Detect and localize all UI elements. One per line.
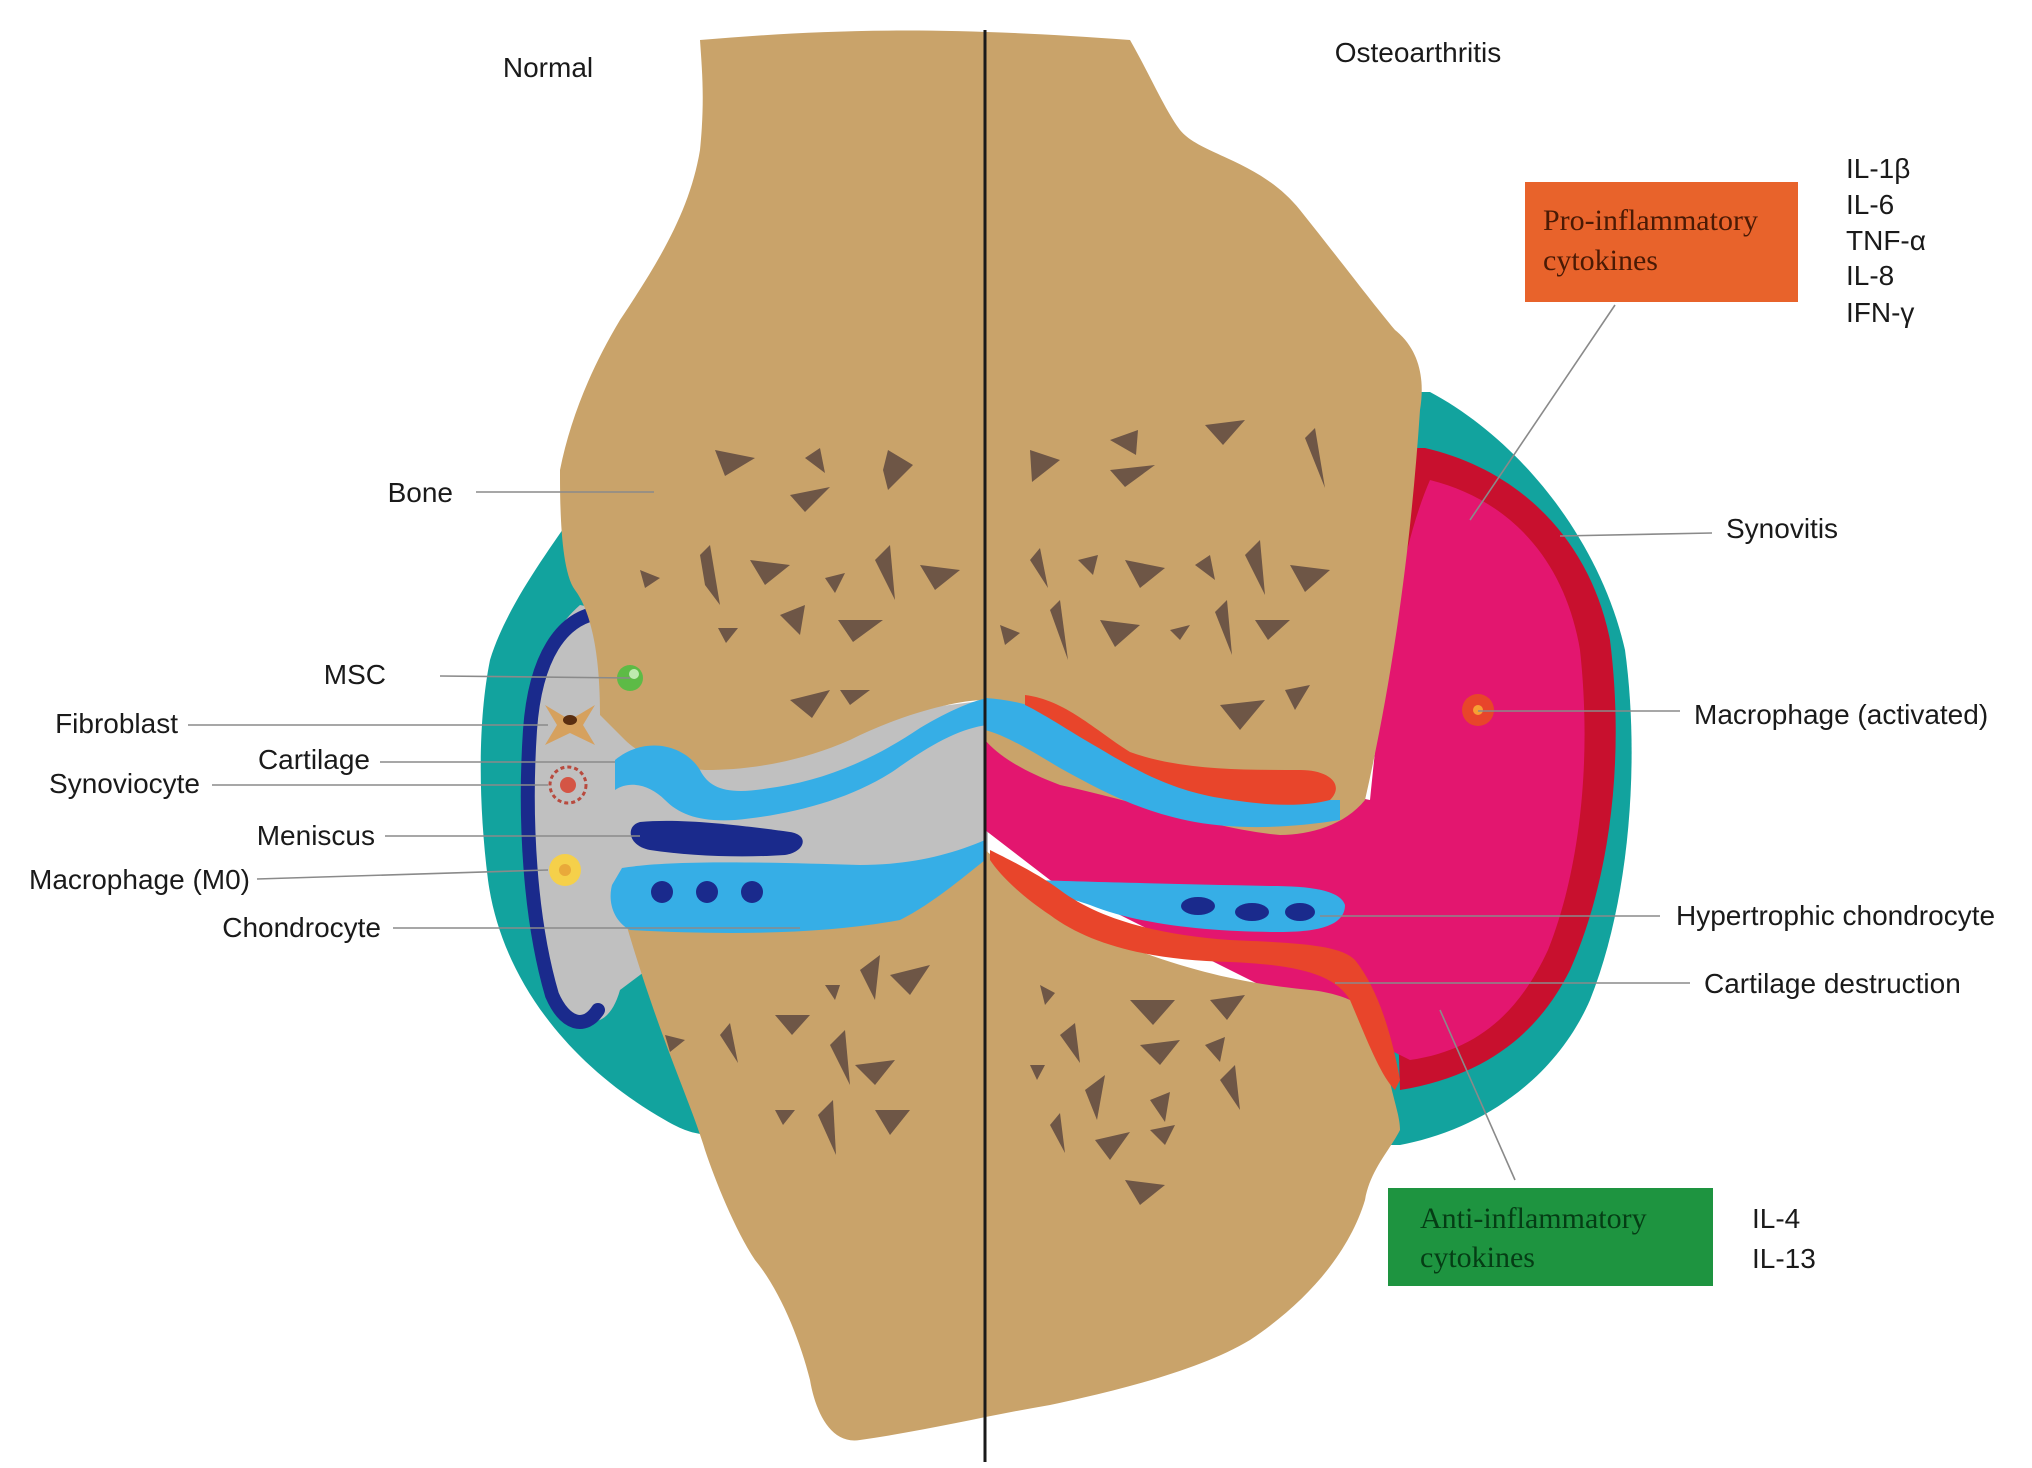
anti-cytokine-1: IL-4	[1752, 1203, 1800, 1234]
anti-box-line2: cytokines	[1420, 1241, 1535, 1274]
pro-box-line1: Pro-inflammatory	[1543, 204, 1758, 237]
meniscus-shape	[630, 820, 803, 857]
macrophage-activated-icon	[1462, 694, 1494, 726]
cartilage-destruction-label: Cartilage destruction	[1704, 968, 1961, 999]
chondrocyte-cell-2	[696, 881, 718, 903]
anti-cytokine-list: IL-4 IL-13	[1752, 1203, 1816, 1274]
synovitis-label: Synovitis	[1726, 513, 1838, 544]
destruction-lower	[990, 850, 1400, 1090]
anti-box-line1: Anti-inflammatory	[1420, 1202, 1647, 1235]
anti-inflammatory-box	[1388, 1188, 1713, 1286]
msc-label: MSC	[324, 659, 386, 690]
synoviocyte-label: Synoviocyte	[49, 768, 200, 799]
destruction-upper	[1025, 695, 1336, 805]
bone-pits	[640, 420, 1330, 1205]
meniscus-label: Meniscus	[257, 820, 375, 851]
macrophage-activated-label: Macrophage (activated)	[1694, 699, 1988, 730]
chondrocyte-cell-3	[741, 881, 763, 903]
hypertrophic-cell-2	[1235, 903, 1269, 921]
chondrocyte-cell-1	[651, 881, 673, 903]
macrophage-m0-label: Macrophage (M0)	[29, 864, 250, 895]
pro-cytokine-5: IFN-γ	[1846, 297, 1914, 328]
hypertrophic-chondrocyte-label: Hypertrophic chondrocyte	[1676, 900, 1995, 931]
pro-inflammatory-box	[1525, 182, 1798, 302]
pro-box-line2: cytokines	[1543, 244, 1658, 277]
fibroblast-label: Fibroblast	[55, 708, 178, 739]
macrophage-m0-icon	[549, 854, 581, 886]
fibroblast-icon	[545, 705, 595, 745]
hypertrophic-cell-1	[1181, 897, 1215, 915]
anti-cytokine-2: IL-13	[1752, 1243, 1816, 1274]
cartilage-label: Cartilage	[258, 744, 370, 775]
bone-lower	[625, 850, 1400, 1441]
hypertrophic-cell-3	[1285, 903, 1315, 921]
chondrocyte-label: Chondrocyte	[222, 912, 381, 943]
pro-cytokine-3: TNF-α	[1846, 225, 1926, 256]
cartilage-lower-normal	[610, 840, 985, 933]
pro-cytokine-2: IL-6	[1846, 189, 1894, 220]
pro-cytokine-list: IL-1β IL-6 TNF-α IL-8 IFN-γ	[1846, 153, 1926, 328]
leader-lines	[188, 304, 1713, 1181]
cartilage-upper-normal	[615, 698, 988, 821]
pro-cytokine-1: IL-1β	[1846, 153, 1910, 184]
oa-title: Osteoarthritis	[1335, 37, 1502, 68]
bone-label: Bone	[388, 477, 453, 508]
bone-upper	[560, 30, 1422, 836]
pro-cytokine-4: IL-8	[1846, 260, 1894, 291]
synoviocyte-icon	[548, 765, 588, 805]
normal-title: Normal	[503, 52, 593, 83]
